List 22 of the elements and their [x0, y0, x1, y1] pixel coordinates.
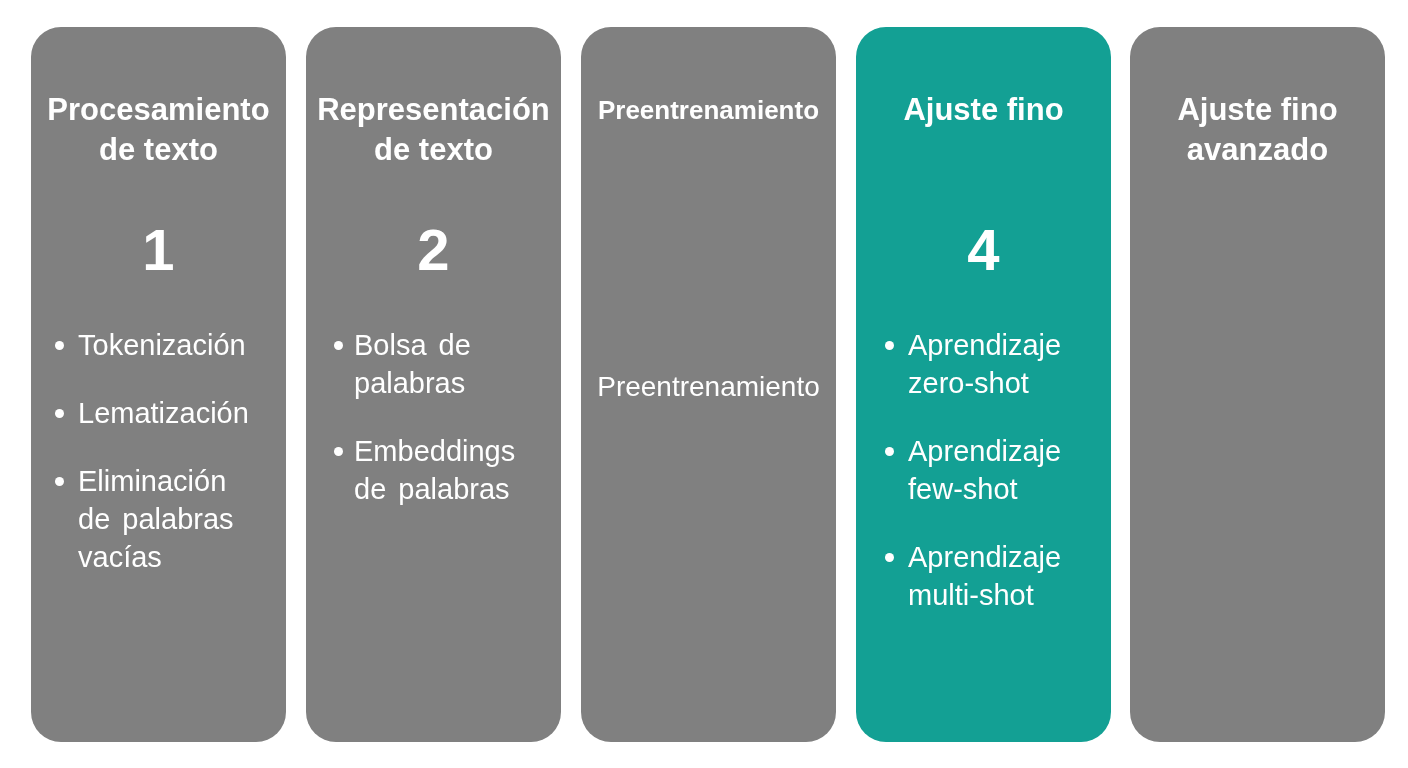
- stage-card: [856, 27, 1111, 742]
- list-item: Lematización: [78, 396, 250, 431]
- step-number: 2: [416, 218, 451, 282]
- list-item: Embeddings de palabras: [354, 434, 517, 507]
- list-item: Aprendizaje zero-shot: [908, 328, 1063, 401]
- stage-card: [1130, 27, 1385, 742]
- card-heading: Ajuste fino: [902, 91, 1065, 129]
- list-item: Aprendizaje few-shot: [908, 434, 1063, 507]
- stage-card: [306, 27, 561, 742]
- list-item: Aprendizaje multi-shot: [908, 540, 1063, 613]
- stage-card: [31, 27, 286, 742]
- stage-card: [581, 27, 836, 742]
- card-heading: Procesamiento de texto: [46, 91, 271, 169]
- card-text: Preentrenamiento: [596, 370, 821, 404]
- list-item: Bolsa de palabras: [354, 328, 472, 401]
- card-heading: Representación de texto: [316, 91, 551, 169]
- card-heading: Ajuste fino avanzado: [1176, 91, 1339, 169]
- list-item: Tokenización: [78, 328, 247, 363]
- list-item: Eliminación de palabras vacías: [78, 464, 235, 575]
- step-number: 4: [966, 218, 1001, 282]
- step-number: 1: [141, 218, 176, 282]
- card-heading: Preentrenamiento: [597, 94, 820, 127]
